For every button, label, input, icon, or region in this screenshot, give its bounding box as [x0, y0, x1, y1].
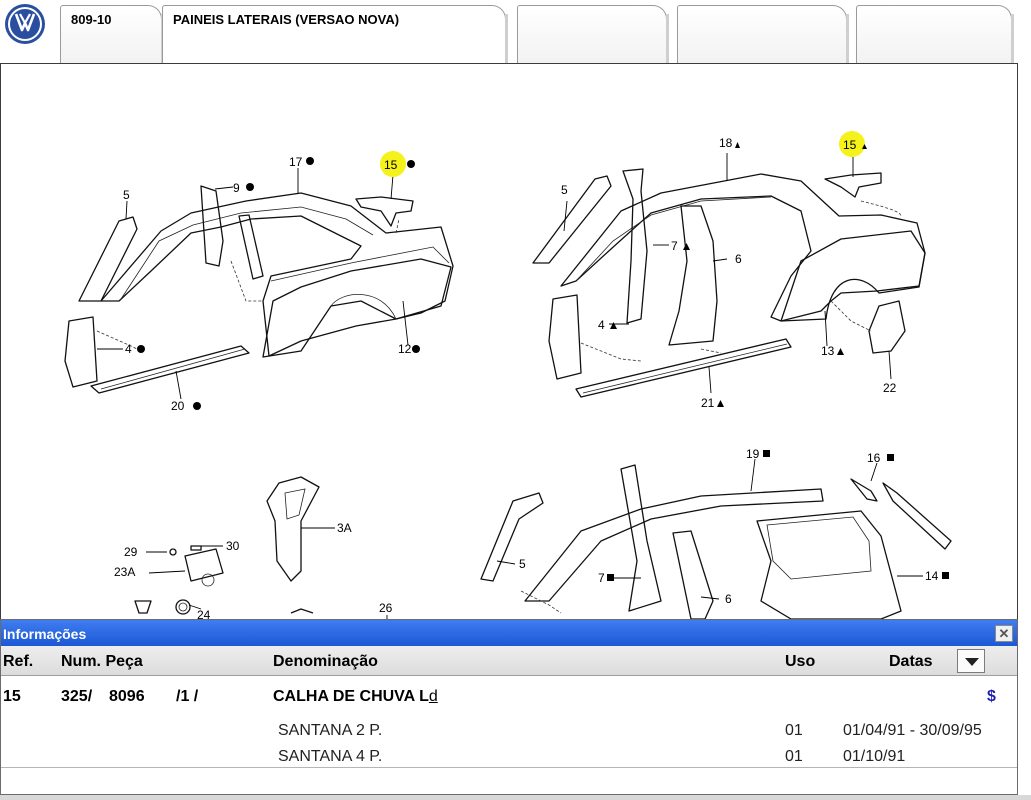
callout-18[interactable]: 18	[719, 136, 733, 150]
callout-24[interactable]: 24	[197, 608, 211, 619]
callout-30[interactable]: 30	[226, 539, 240, 553]
parts-drawing: 5 9 17 15 4 12 20 5 18 15 7 6 4 13 21 22…	[64, 131, 952, 619]
highlight-marker	[839, 131, 865, 157]
item-part-number-a: 325/	[61, 688, 93, 705]
tab-empty-2[interactable]	[677, 5, 849, 64]
column-usage[interactable]: Uso	[785, 653, 816, 670]
column-dates[interactable]: Datas	[889, 653, 933, 670]
callout-17[interactable]: 17	[289, 155, 303, 169]
callout-6[interactable]: 6	[725, 592, 732, 606]
callout-12[interactable]: 12	[398, 342, 412, 356]
callout-5[interactable]: 5	[519, 557, 526, 571]
volkswagen-logo	[5, 4, 45, 44]
divider	[1, 767, 1017, 768]
dropdown-arrow-button[interactable]	[957, 649, 985, 673]
application-dates: 01/10/91	[843, 748, 906, 765]
two-door-assembly	[64, 168, 454, 400]
tab-label: 809-10	[71, 12, 112, 27]
close-button[interactable]: ✕	[995, 625, 1013, 642]
callout-13[interactable]: 13	[821, 344, 835, 358]
callout-15-highlighted[interactable]: 15	[384, 158, 398, 172]
application-usage: 01	[785, 722, 803, 739]
tab-809-10[interactable]: 809-10	[60, 5, 164, 64]
small-parts	[134, 476, 388, 619]
highlight-marker	[380, 151, 406, 177]
tab-shadow	[846, 14, 849, 64]
callout-4[interactable]: 4	[598, 318, 605, 332]
callout-16[interactable]: 16	[867, 451, 881, 465]
info-panel: Informações ✕ Ref. Num. Peça Denominação…	[0, 619, 1018, 795]
info-title: Informações	[3, 626, 87, 642]
application-model: SANTANA 2 P.	[278, 722, 383, 739]
callout-29[interactable]: 29	[124, 545, 138, 559]
callout-7[interactable]: 7	[598, 571, 605, 585]
item-ref: 15	[3, 688, 21, 705]
callout-5[interactable]: 5	[123, 188, 130, 202]
callout-14[interactable]: 14	[925, 569, 939, 583]
application-dates: 01/04/91 - 30/09/95	[843, 722, 982, 739]
callout-19[interactable]: 19	[746, 447, 760, 461]
item-description-text: CALHA DE CHUVA L	[273, 688, 429, 705]
callout-15-highlighted[interactable]: 15	[843, 138, 857, 152]
item-description-suffix: d	[428, 688, 438, 705]
callout-9[interactable]: 9	[233, 181, 240, 195]
callout-3a[interactable]: 3A	[337, 521, 352, 535]
callout-6[interactable]: 6	[735, 252, 742, 266]
parts-diagram: 5 9 17 15 4 12 20 5 18 15 7 6 4 13 21 22…	[0, 63, 1018, 619]
callout-23a[interactable]: 23A	[114, 565, 135, 579]
application-model: SANTANA 4 P.	[278, 748, 383, 765]
callout-7[interactable]: 7	[671, 239, 678, 253]
bottom-edge	[0, 795, 1031, 800]
callout-5[interactable]: 5	[561, 183, 568, 197]
price-icon[interactable]: $	[987, 688, 996, 705]
tab-empty-3[interactable]	[856, 5, 1014, 64]
tab-shadow	[666, 14, 669, 64]
application-usage: 01	[785, 748, 803, 765]
callout-4[interactable]: 4	[125, 342, 132, 356]
table-header: Ref. Num. Peça Denominação Uso Datas	[1, 646, 1017, 676]
callout-markers	[137, 142, 949, 581]
item-part-number-b: 8096	[109, 688, 145, 705]
tab-shadow	[1011, 14, 1014, 64]
list-item: SANTANA 4 P. 01 01/10/91	[1, 748, 1017, 765]
column-description[interactable]: Denominação	[273, 653, 378, 670]
tab-strip: 809-10 PAINEIS LATERAIS (VERSAO NOVA)	[0, 0, 1031, 64]
tab-empty-1[interactable]	[517, 5, 669, 64]
item-part-number-c: /1 /	[176, 688, 199, 705]
callout-20[interactable]: 20	[171, 399, 185, 413]
wagon-assembly	[480, 458, 952, 619]
column-part-number[interactable]: Num. Peça	[61, 653, 143, 670]
column-ref[interactable]: Ref.	[3, 653, 34, 670]
tab-label: PAINEIS LATERAIS (VERSAO NOVA)	[173, 12, 400, 27]
item-description: CALHA DE CHUVA Ld	[273, 688, 438, 706]
callout-26[interactable]: 26	[379, 601, 393, 615]
callout-21[interactable]: 21	[701, 396, 715, 410]
tab-shadow	[505, 14, 508, 64]
four-door-assembly	[532, 153, 926, 398]
info-title-bar: Informações ✕	[1, 620, 1017, 646]
callout-22[interactable]: 22	[883, 381, 897, 395]
tab-paineis-laterais[interactable]: PAINEIS LATERAIS (VERSAO NOVA)	[162, 5, 508, 64]
